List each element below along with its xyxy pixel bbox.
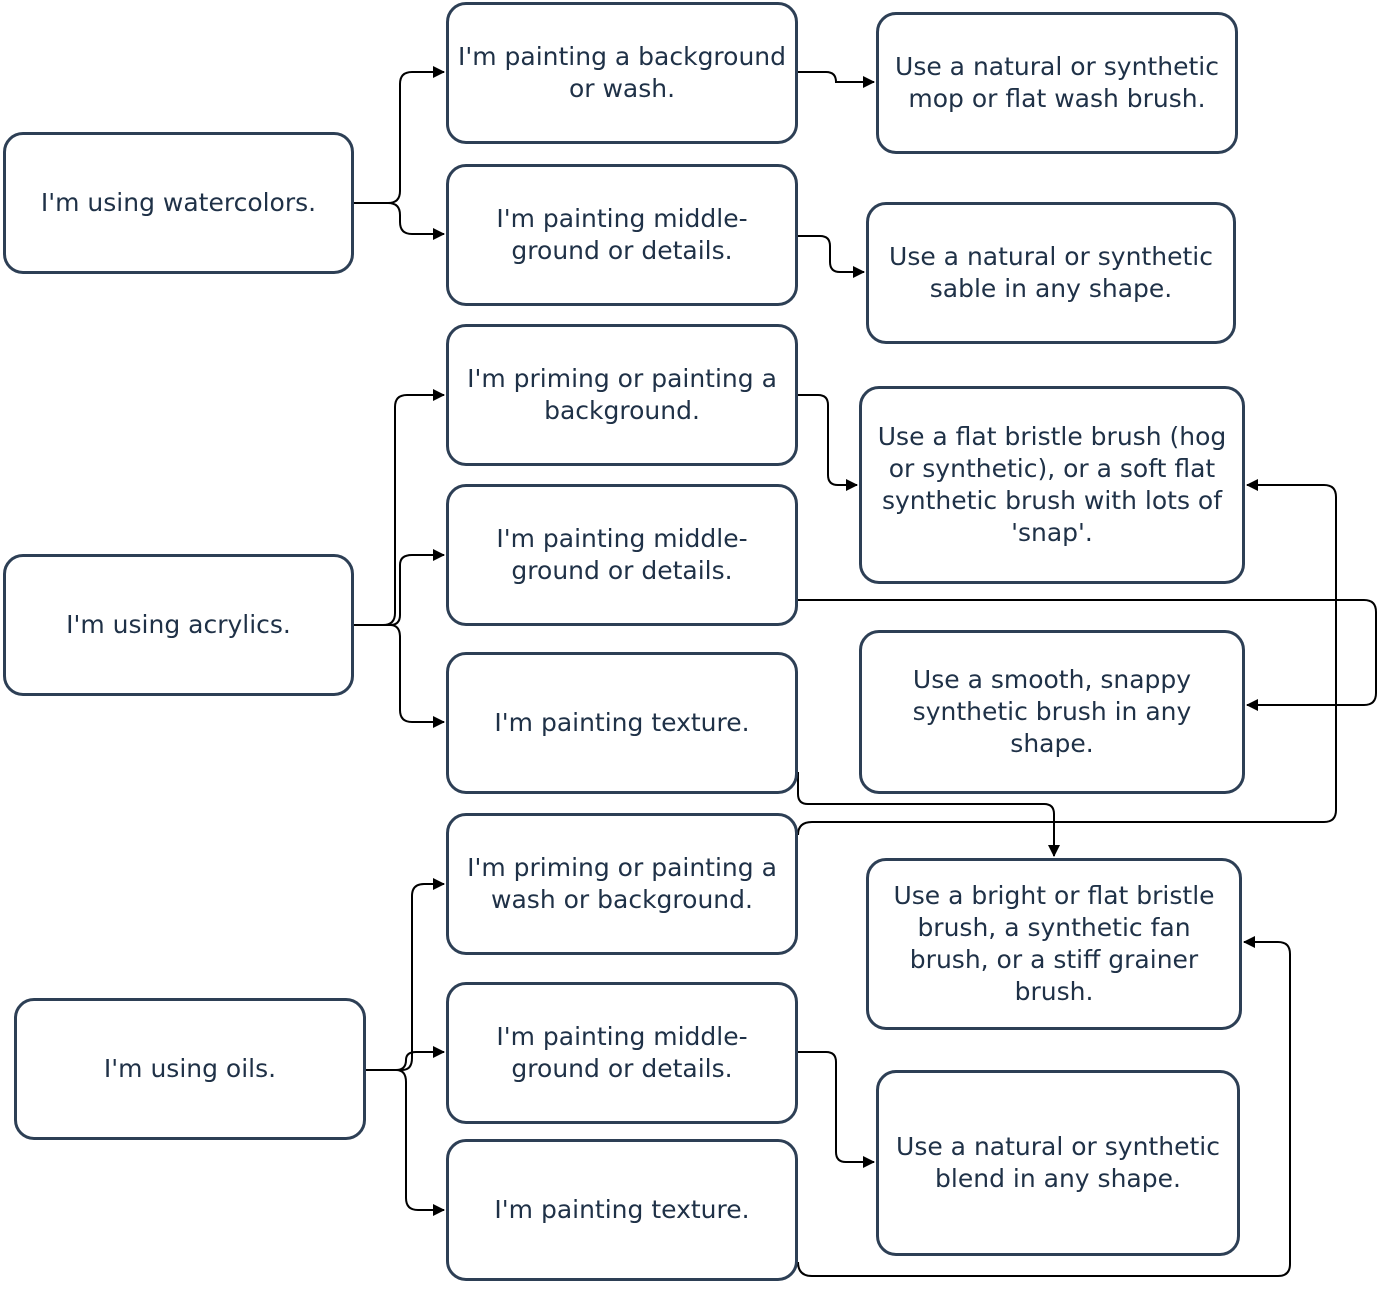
edge-ac-details-to-smooth <box>798 599 1377 711</box>
node-oil-texture-label: I'm painting texture. <box>494 1195 750 1224</box>
node-result-sable-label: Use a natural or synthetic sable in any … <box>889 242 1213 303</box>
node-result-smooth-synthetic-label: Use a smooth, snappy synthetic brush in … <box>912 665 1192 758</box>
edge-acrylic-to-texture <box>354 624 445 728</box>
node-watercolors: I'm using watercolors. <box>3 132 354 274</box>
edge-oil-details-to-blend <box>798 1051 875 1168</box>
edge-ac-texture-to-bright <box>797 772 1060 857</box>
edge-watercolor-to-details <box>354 202 445 240</box>
node-acrylic-details: I'm painting middle-ground or details. <box>446 484 798 626</box>
node-result-sable: Use a natural or synthetic sable in any … <box>866 202 1236 344</box>
node-acrylics-label: I'm using acrylics. <box>66 610 291 639</box>
node-acrylic-background-label: I'm priming or painting a background. <box>467 364 777 425</box>
node-oil-details-label: I'm painting middle-ground or details. <box>496 1022 748 1083</box>
edge-wc-details-to-sable <box>798 235 865 278</box>
edge-acrylic-to-details <box>354 549 445 626</box>
node-acrylic-details-label: I'm painting middle-ground or details. <box>496 524 748 585</box>
node-oil-texture: I'm painting texture. <box>446 1139 798 1281</box>
node-oil-background-label: I'm priming or painting a wash or backgr… <box>467 853 777 914</box>
node-result-smooth-synthetic: Use a smooth, snappy synthetic brush in … <box>859 630 1245 794</box>
node-oil-background: I'm priming or painting a wash or backgr… <box>446 813 798 955</box>
node-watercolor-background-label: I'm painting a background or wash. <box>457 42 787 103</box>
node-result-blend: Use a natural or synthetic blend in any … <box>876 1070 1240 1256</box>
edge-wc-background-to-mop <box>798 71 875 88</box>
node-watercolor-details-label: I'm painting middle-ground or details. <box>496 204 748 265</box>
node-result-flat-bristle: Use a flat bristle brush (hog or synthet… <box>859 386 1245 584</box>
edge-watercolor-to-background <box>354 66 445 204</box>
node-acrylic-background: I'm priming or painting a background. <box>446 324 798 466</box>
node-oils-label: I'm using oils. <box>103 1054 277 1083</box>
node-result-mop-brush-label: Use a natural or synthetic mop or flat w… <box>895 52 1219 113</box>
node-watercolors-label: I'm using watercolors. <box>40 188 317 217</box>
edge-ac-background-to-flat <box>798 394 858 491</box>
edge-oil-to-details <box>366 1046 445 1071</box>
node-oils: I'm using oils. <box>14 998 366 1140</box>
node-watercolor-details: I'm painting middle-ground or details. <box>446 164 798 306</box>
node-oil-details: I'm painting middle-ground or details. <box>446 982 798 1124</box>
node-watercolor-background: I'm painting a background or wash. <box>446 2 798 144</box>
node-acrylic-texture-label: I'm painting texture. <box>494 708 750 737</box>
node-result-flat-bristle-label: Use a flat bristle brush (hog or synthet… <box>877 422 1227 547</box>
node-result-bright-bristle-label: Use a bright or flat bristle brush, a sy… <box>893 881 1215 1006</box>
node-result-mop-brush: Use a natural or synthetic mop or flat w… <box>876 12 1238 154</box>
edge-oil-texture-to-bright <box>797 936 1291 1277</box>
node-acrylics: I'm using acrylics. <box>3 554 354 696</box>
node-acrylic-texture: I'm painting texture. <box>446 652 798 794</box>
edge-oil-to-texture <box>366 1069 445 1216</box>
node-result-blend-label: Use a natural or synthetic blend in any … <box>896 1132 1220 1193</box>
edge-oil-background-to-flat <box>797 479 1337 836</box>
node-result-bright-bristle: Use a bright or flat bristle brush, a sy… <box>866 858 1242 1030</box>
edge-oil-to-background <box>366 878 445 1071</box>
